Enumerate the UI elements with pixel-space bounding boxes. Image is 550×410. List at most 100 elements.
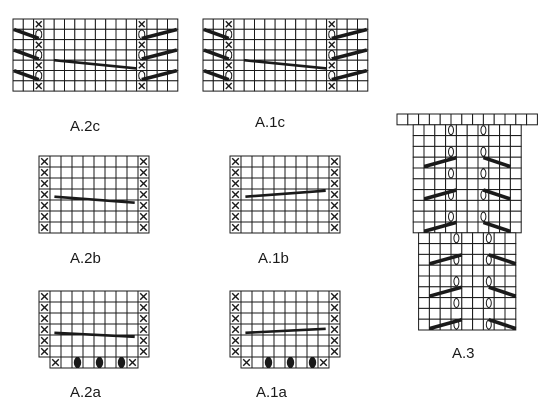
grid-cell: [412, 167, 425, 180]
grid-cell: [243, 18, 255, 30]
grid-cell: [43, 28, 55, 41]
grid-cell: [509, 156, 522, 169]
grid-cell: [115, 177, 128, 190]
grid-cell: [306, 210, 319, 223]
grid-cell: [104, 323, 117, 336]
filled-oval-symbol: [264, 357, 273, 368]
grid-cell: [274, 49, 286, 61]
grid-cell: [93, 334, 106, 347]
grid-cell: [104, 188, 117, 201]
grid-cell: [317, 290, 330, 303]
grid-cell: [71, 290, 84, 303]
grid-cell: [466, 145, 479, 158]
slanted-line: [54, 58, 137, 70]
grid-cell: [262, 323, 275, 336]
label-a1a: A.1a: [256, 384, 287, 401]
grid-cell: [295, 334, 308, 347]
decrease-symbol: [423, 155, 457, 169]
grid-cell: [472, 243, 484, 255]
grid-cell: [251, 301, 264, 314]
grid-cell: [509, 124, 522, 137]
grid-cell: [273, 312, 286, 325]
grid-cell: [455, 145, 468, 158]
decrease-symbol: [331, 68, 368, 82]
grid-cell: [251, 345, 264, 358]
chart-a2a: [38, 290, 150, 369]
grid-cell: [477, 178, 490, 191]
grid-cell: [93, 188, 106, 201]
grid-cell: [499, 135, 511, 147]
grid-cell: [60, 155, 73, 168]
grid-cell: [423, 210, 436, 223]
cross-symbol: [330, 201, 339, 210]
grid-cell: [74, 39, 86, 51]
grid-cell: [284, 166, 297, 179]
grid-cell: [412, 199, 425, 212]
grid-cell: [125, 39, 138, 51]
grid-cell: [115, 18, 127, 30]
grid-cell: [472, 253, 484, 266]
cross-symbol: [330, 303, 339, 312]
grid-cell: [461, 307, 474, 320]
grid-cell: [126, 345, 139, 358]
filled-oval-symbol: [95, 357, 104, 368]
grid-cell: [295, 312, 308, 325]
grid-cell: [295, 210, 308, 223]
oval-symbol: [485, 233, 492, 244]
cross-symbol: [225, 20, 233, 28]
cross-symbol: [139, 179, 148, 188]
grid-cell: [105, 39, 117, 51]
grid-cell: [305, 18, 317, 30]
grid-cell: [240, 210, 253, 223]
grid-cell: [493, 275, 506, 288]
grid-cell: [504, 113, 517, 126]
grid-cell: [423, 178, 436, 191]
cross-symbol: [35, 20, 43, 28]
grid-cell: [445, 178, 457, 191]
grid-cell: [434, 178, 447, 191]
grid-cell: [125, 49, 138, 61]
grid-cell: [71, 312, 84, 325]
decrease-symbol: [423, 188, 457, 201]
grid-cell: [461, 243, 474, 255]
grid-cell: [450, 243, 463, 255]
grid-cell: [60, 177, 73, 190]
grid-cell: [254, 18, 266, 30]
grid-cell: [212, 39, 225, 51]
slanted-line: [54, 195, 135, 204]
grid-cell: [60, 334, 73, 347]
chart-a2b: [38, 155, 150, 234]
grid-cell: [233, 28, 245, 41]
grid-cell: [445, 199, 457, 212]
grid-cell: [243, 80, 255, 92]
grid-cell: [439, 307, 452, 320]
grid-cell: [146, 39, 158, 51]
cross-symbol: [138, 41, 146, 49]
grid-cell: [346, 59, 359, 72]
grid-cell: [284, 49, 297, 61]
grid-cell: [105, 70, 117, 82]
cross-symbol: [35, 82, 43, 90]
grid-cell: [466, 189, 479, 201]
cross-symbol: [35, 61, 43, 69]
grid-cell: [104, 166, 117, 179]
grid-cell: [126, 312, 139, 325]
oval-symbol: [485, 276, 492, 287]
grid-cell: [60, 301, 73, 314]
grid-cell: [284, 80, 297, 92]
grid-cell: [126, 188, 139, 201]
grid-cell: [434, 199, 447, 212]
grid-cell: [74, 49, 86, 61]
grid-cell: [515, 113, 528, 126]
cross-symbol: [40, 201, 49, 210]
label-a1b: A.1b: [258, 250, 289, 267]
decrease-symbol: [203, 68, 230, 82]
grid-cell: [317, 177, 330, 190]
grid-cell: [262, 334, 275, 347]
grid-cell: [53, 49, 66, 61]
grid-cell: [434, 210, 447, 223]
grid-cell: [264, 18, 276, 30]
grid-cell: [60, 356, 73, 369]
cross-symbol: [40, 223, 49, 232]
grid-cell: [472, 275, 484, 288]
